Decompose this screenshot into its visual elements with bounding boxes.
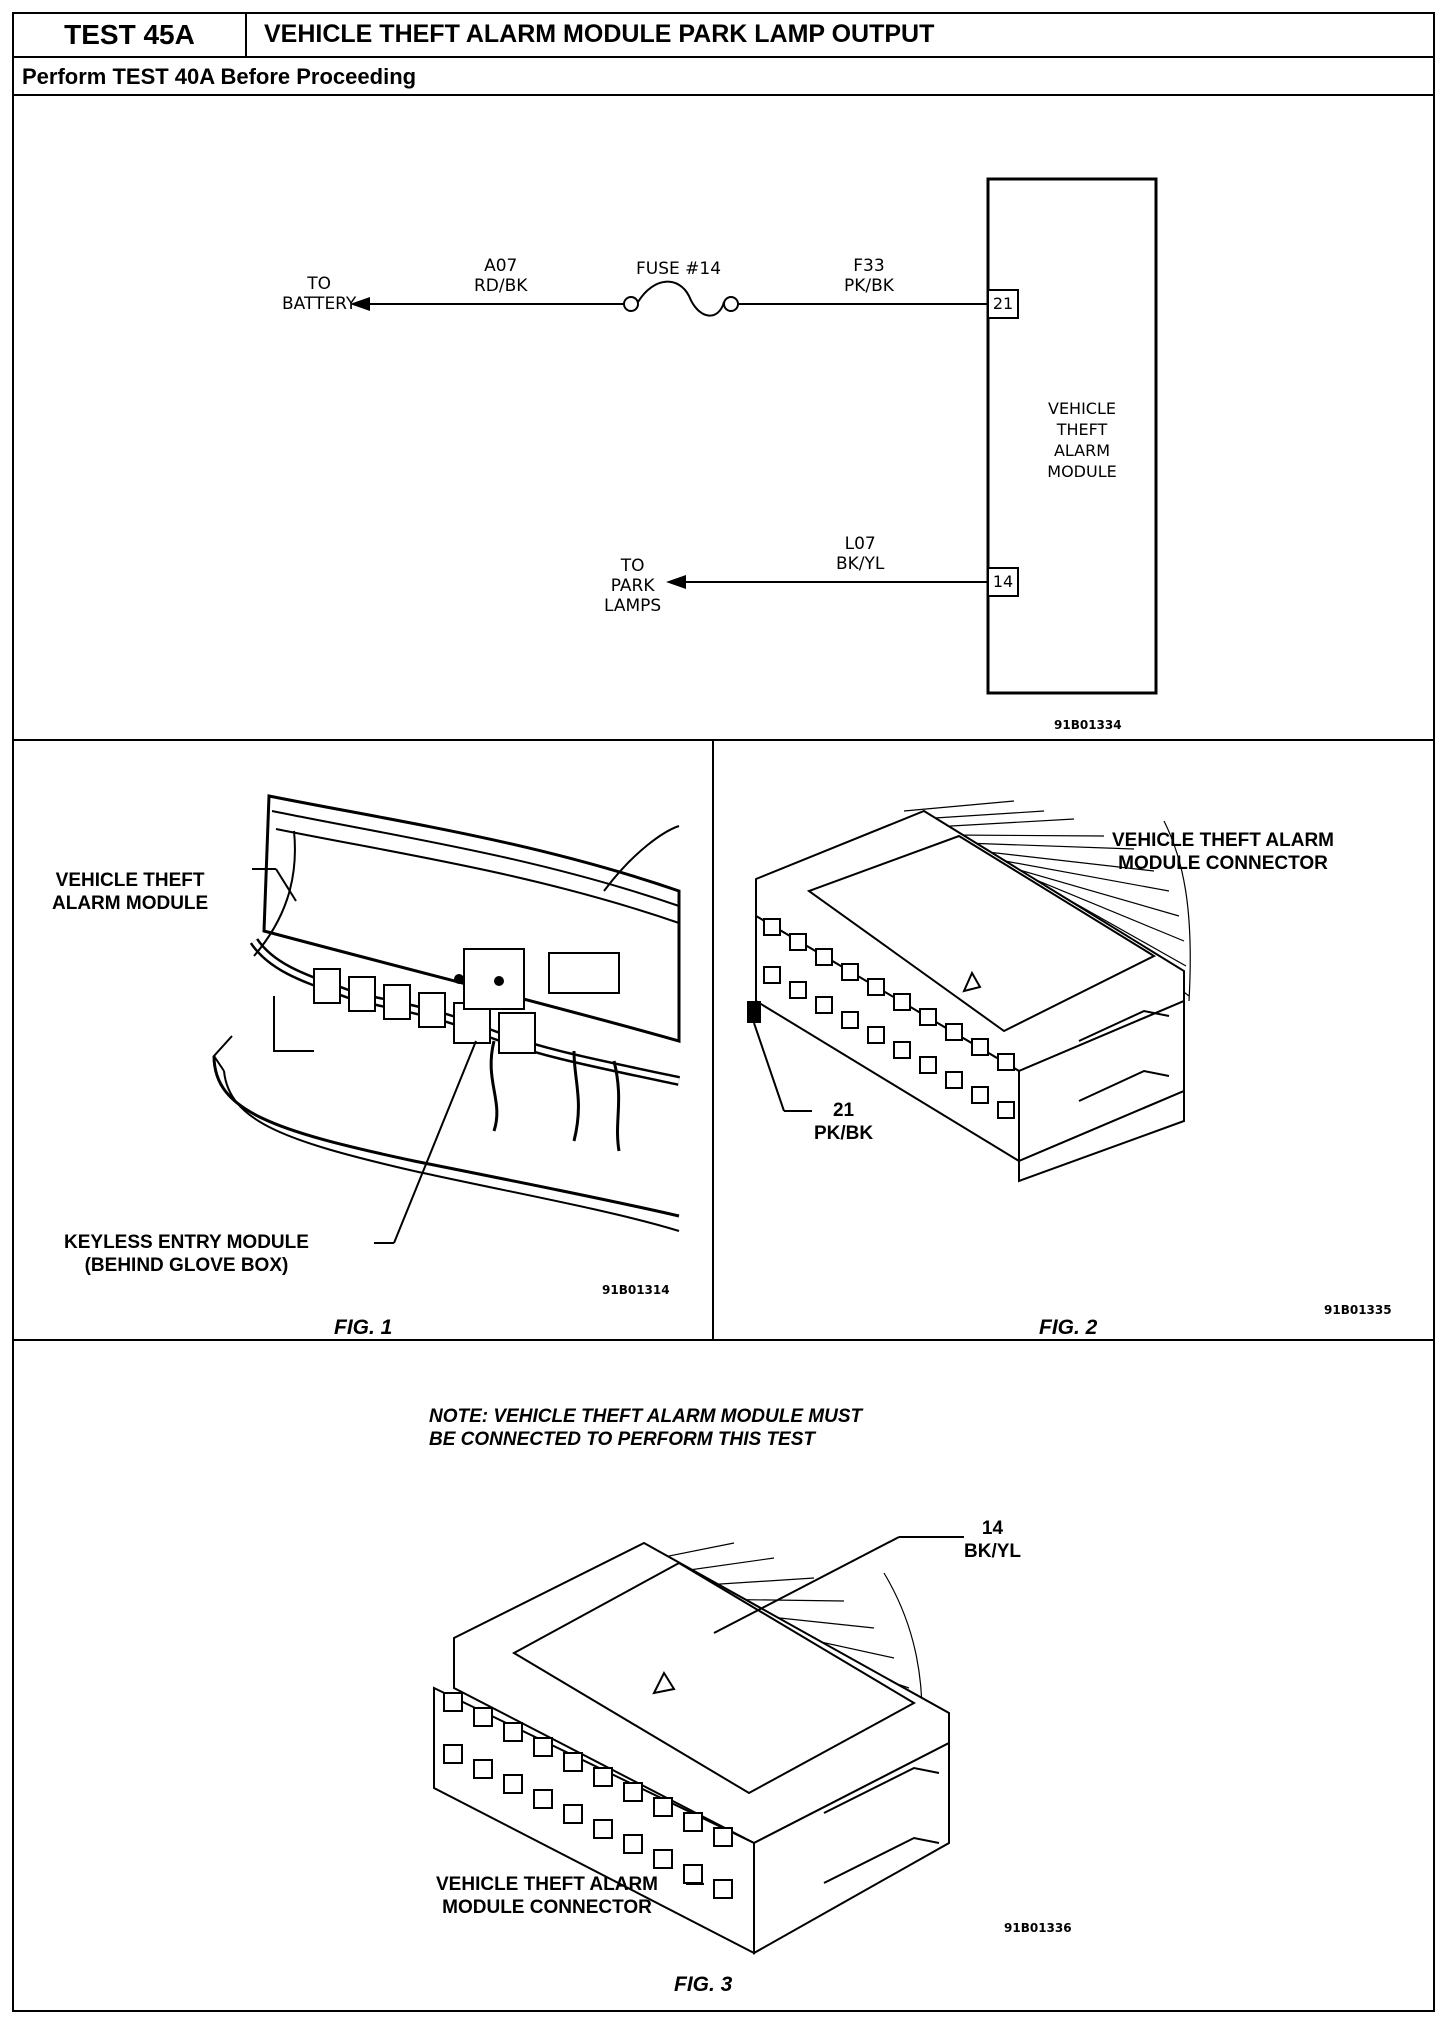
module-box [986, 177, 1158, 695]
pin-cavity [533, 1789, 553, 1809]
pin-cavity [623, 1782, 643, 1802]
pin-cavity [919, 1008, 937, 1026]
pin-cavity [841, 1011, 859, 1029]
subtitle-rule [14, 94, 1433, 96]
pin-cavity [997, 1053, 1015, 1071]
fig3-pin-cavities [443, 1692, 733, 1899]
pin-14-box [987, 567, 1019, 597]
pin-cavity [683, 1864, 703, 1884]
fig2-leaders [747, 1001, 812, 1112]
pin-cavity [919, 1056, 937, 1074]
pin-cavity [473, 1707, 493, 1727]
pin-cavity [713, 1879, 733, 1899]
pin-cavity [789, 933, 807, 951]
pin-cavity [997, 1101, 1015, 1119]
fig1-code: 91B01314 [602, 1283, 670, 1297]
fuse-element [637, 280, 725, 317]
pin-cavity [653, 1849, 673, 1869]
fig2-connector-drawing [755, 800, 1191, 1183]
pin-cavity [683, 1812, 703, 1832]
fig1-caption: FIG. 1 [334, 1316, 393, 1339]
pin-cavity [945, 1071, 963, 1089]
pin-cavity [623, 1834, 643, 1854]
pin-cavity [593, 1767, 613, 1787]
pin-cavity [867, 978, 885, 996]
pin-cavity [971, 1038, 989, 1056]
pin-cavity [841, 963, 859, 981]
pin-cavity [867, 1026, 885, 1044]
pin-cavity [473, 1759, 493, 1779]
pin-cavity [815, 948, 833, 966]
pin-cavity [971, 1086, 989, 1104]
park-lamps-arrow [666, 575, 686, 589]
fuse-terminal-right [723, 296, 739, 312]
pin-cavity [763, 918, 781, 936]
page-frame: TEST 45A VEHICLE THEFT ALARM MODULE PARK… [12, 12, 1435, 2012]
pin-21-box [987, 289, 1019, 319]
fig2-pin-cavities [763, 918, 1015, 1119]
test-id: TEST 45A [14, 14, 247, 58]
pin-cavity [893, 993, 911, 1011]
pin-cavity [653, 1797, 673, 1817]
pin-cavity [945, 1023, 963, 1041]
fig2-code: 91B01335 [1324, 1303, 1392, 1317]
fig1-illustration [212, 794, 681, 1244]
pin-cavity [815, 996, 833, 1014]
fig3-connector-drawing [433, 1536, 964, 1955]
fig2-caption: FIG. 2 [1039, 1316, 1098, 1339]
schematic-code: 91B01334 [1054, 718, 1122, 732]
pin-cavity [893, 1041, 911, 1059]
title-rule [247, 14, 1435, 58]
pin-cavity [503, 1722, 523, 1742]
schematic-wiring [350, 177, 1158, 695]
fig3-caption: FIG. 3 [674, 1973, 733, 1996]
pin-cavity [563, 1752, 583, 1772]
pin-cavity [443, 1692, 463, 1712]
pin-cavity [443, 1744, 463, 1764]
pin-cavity [713, 1827, 733, 1847]
page-subtitle: Perform TEST 40A Before Proceeding [22, 64, 417, 89]
fuse-label: FUSE #14 [636, 259, 722, 279]
pin-cavity [503, 1774, 523, 1794]
page-title: VEHICLE THEFT ALARM MODULE PARK LAMP OUT… [264, 20, 935, 48]
pin-14-label: 14 [992, 572, 1014, 591]
fuse-terminal-left [623, 296, 639, 312]
battery-arrow [350, 297, 370, 311]
pin-cavity [563, 1804, 583, 1824]
pin-cavity [593, 1819, 613, 1839]
pin-21-label: 21 [992, 294, 1014, 313]
fig1-keyless-label: KEYLESS ENTRY MODULE(BEHIND GLOVE BOX) [64, 1232, 309, 1276]
pin-cavity [789, 981, 807, 999]
pin-cavity [763, 966, 781, 984]
fig3-code: 91B01336 [1004, 1921, 1072, 1935]
pin-cavity [533, 1737, 553, 1757]
